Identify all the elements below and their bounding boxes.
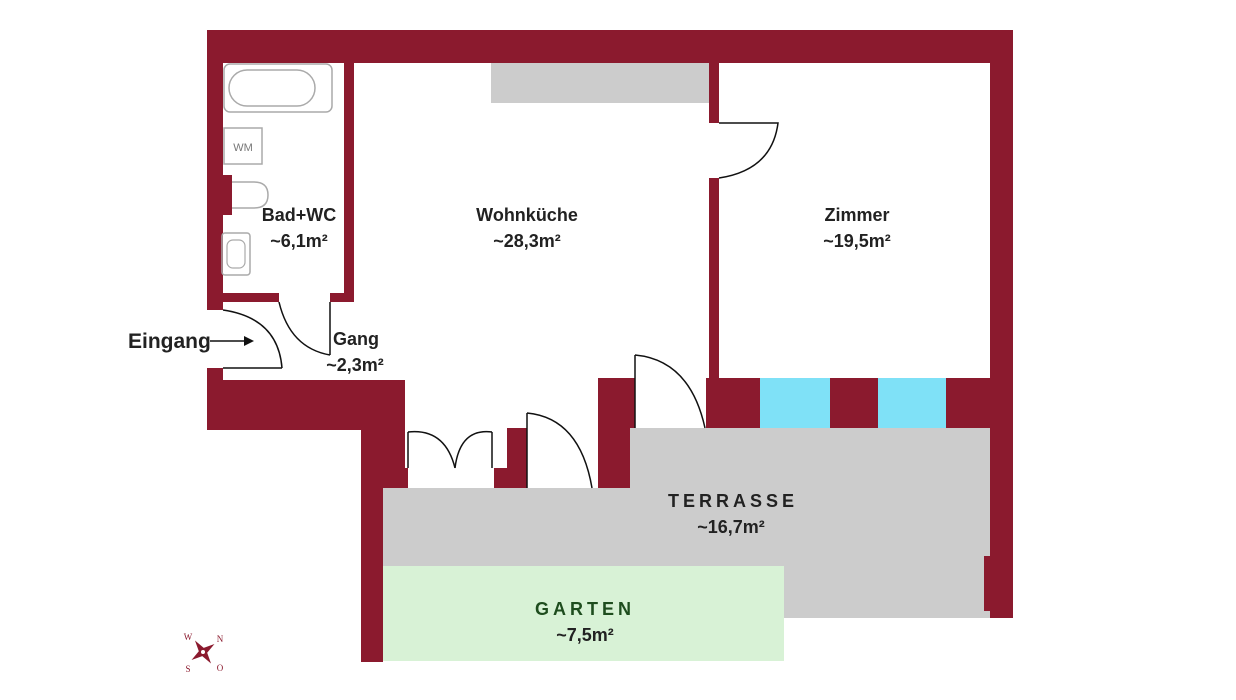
room-area-zimmer: ~19,5m²: [823, 231, 891, 251]
window-zimmer-left: [760, 378, 830, 428]
compass-south: S: [185, 664, 190, 674]
room-name-gang: Gang: [333, 329, 379, 349]
walls: [207, 30, 1013, 662]
garden-area: [383, 566, 784, 661]
kitchen-counter: [491, 63, 709, 103]
door-swing-icon: [222, 122, 779, 489]
compass-rose-icon: N W S O: [184, 632, 224, 674]
compass-east: O: [217, 663, 224, 673]
room-area-terrasse: ~16,7m²: [697, 517, 765, 537]
compass-north: N: [217, 634, 224, 644]
room-area-gang: ~2,3m²: [326, 355, 384, 375]
window-zimmer-right: [878, 378, 946, 428]
entrance-label: Eingang: [128, 330, 211, 353]
compass-west: W: [184, 632, 193, 642]
terrace-fill-left: [383, 488, 633, 568]
room-name-garten: GARTEN: [535, 599, 635, 619]
washing-machine-label: WM: [233, 142, 253, 154]
toilet-icon: [232, 181, 269, 209]
sink-icon: [221, 232, 251, 276]
room-name-wohnkueche: Wohnküche: [476, 205, 578, 225]
washing-machine-icon: WM: [223, 127, 263, 165]
room-area-garten: ~7,5m²: [556, 625, 614, 645]
room-name-terrasse: TERRASSE: [668, 491, 798, 511]
arrow-right-icon: [210, 336, 254, 346]
room-name-bad: Bad+WC: [262, 205, 337, 225]
bathtub-icon: [223, 63, 333, 113]
room-area-bad: ~6,1m²: [270, 231, 328, 251]
room-area-wohnkueche: ~28,3m²: [493, 231, 561, 251]
room-name-zimmer: Zimmer: [824, 205, 889, 225]
